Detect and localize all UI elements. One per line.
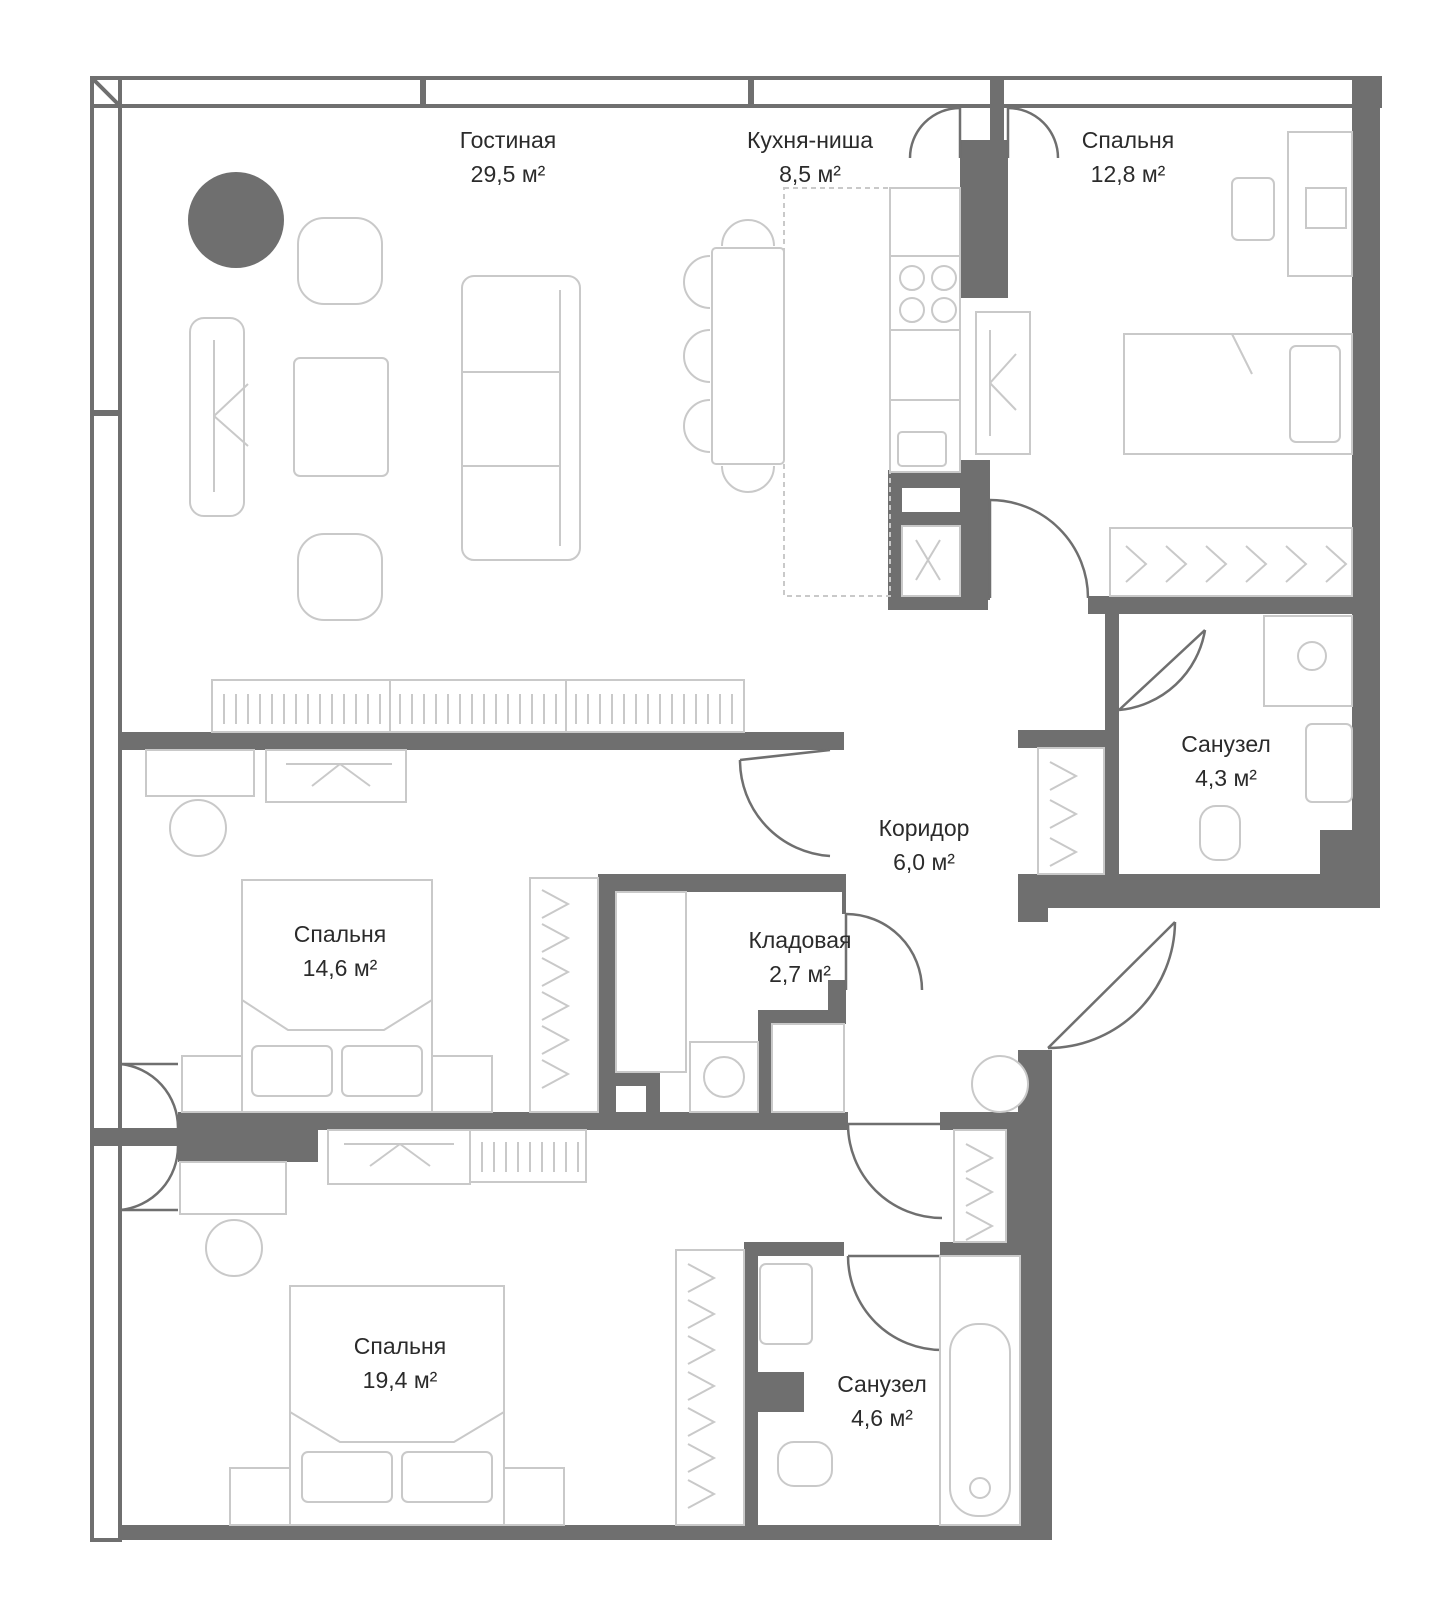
washbasin <box>1305 723 1353 803</box>
svg-text:2,7 м²: 2,7 м² <box>769 961 831 987</box>
plant-pot-icon <box>188 172 284 268</box>
shelving <box>771 1023 845 1113</box>
svg-text:Коридор: Коридор <box>879 815 970 841</box>
svg-text:14,6 м²: 14,6 м² <box>303 955 378 981</box>
room-label-bath-s: Санузел 4,6 м² <box>837 1371 927 1431</box>
room-label-corridor: Коридор 6,0 м² <box>879 815 970 875</box>
stove-burner-icon <box>931 265 957 291</box>
stove-burner-icon <box>899 265 925 291</box>
toilet <box>777 1441 833 1487</box>
stove-burner-icon <box>931 297 957 323</box>
nightstand <box>181 1055 243 1113</box>
svg-text:Спальня: Спальня <box>1082 127 1174 153</box>
nightstand <box>431 1055 493 1113</box>
shelving <box>615 891 687 1073</box>
svg-text:6,0 м²: 6,0 м² <box>893 849 955 875</box>
drain-icon <box>969 1477 991 1499</box>
nightstand <box>503 1467 565 1526</box>
doors <box>119 106 1207 1352</box>
room-label-bedroom-sw: Спальня 19,4 м² <box>354 1333 446 1393</box>
furniture <box>145 131 1353 1526</box>
room-label-bedroom-w: Спальня 14,6 м² <box>294 921 386 981</box>
svg-text:8,5 м²: 8,5 м² <box>779 161 841 187</box>
tv-console <box>189 317 245 517</box>
svg-text:4,6 м²: 4,6 м² <box>851 1405 913 1431</box>
svg-text:19,4 м²: 19,4 м² <box>363 1367 438 1393</box>
shower-drain-icon <box>1297 641 1327 671</box>
wardrobe <box>953 1129 1007 1243</box>
dining-table <box>711 247 785 465</box>
fridge <box>901 525 961 597</box>
armchair <box>297 217 383 305</box>
room-label-bath-e: Санузел 4,3 м² <box>1181 731 1271 791</box>
ottoman <box>169 799 227 857</box>
bookshelf <box>469 1129 587 1183</box>
dresser <box>179 1161 287 1215</box>
toilet <box>1199 805 1241 861</box>
sink-icon <box>897 431 947 467</box>
dresser <box>145 749 255 797</box>
ottoman <box>205 1219 263 1277</box>
svg-text:Санузел: Санузел <box>837 1371 927 1397</box>
tv-console <box>265 749 407 803</box>
svg-text:29,5 м²: 29,5 м² <box>471 161 546 187</box>
room-label-kitchen: Кухня-ниша 8,5 м² <box>747 127 873 187</box>
svg-text:Спальня: Спальня <box>354 1333 446 1359</box>
room-label-bedroom-ne: Спальня 12,8 м² <box>1082 127 1174 187</box>
svg-text:Санузел: Санузел <box>1181 731 1271 757</box>
room-labels: Гостиная 29,5 м² Кухня-ниша 8,5 м² Спаль… <box>294 127 1271 1431</box>
svg-text:Гостиная: Гостиная <box>460 127 557 153</box>
wardrobe <box>529 877 599 1113</box>
svg-text:Кладовая: Кладовая <box>748 927 851 953</box>
room-label-living: Гостиная 29,5 м² <box>460 127 557 187</box>
svg-text:Спальня: Спальня <box>294 921 386 947</box>
coffee-table <box>293 357 389 477</box>
wardrobe <box>1109 527 1353 597</box>
desk-chair <box>1231 177 1275 241</box>
washbasin <box>759 1263 813 1345</box>
svg-text:12,8 м²: 12,8 м² <box>1091 161 1166 187</box>
ottoman <box>971 1055 1029 1113</box>
typewriter-icon <box>1305 187 1347 229</box>
washing-machine-drum-icon <box>703 1056 745 1098</box>
walls <box>92 78 1380 1540</box>
stove-burner-icon <box>899 297 925 323</box>
room-label-storage: Кладовая 2,7 м² <box>748 927 851 987</box>
sofa <box>461 275 581 561</box>
svg-text:Кухня-ниша: Кухня-ниша <box>747 127 873 153</box>
armchair <box>297 533 383 621</box>
tv-console <box>327 1129 471 1185</box>
bookshelf <box>211 679 745 733</box>
wardrobe <box>975 311 1031 455</box>
nightstand <box>229 1467 291 1526</box>
svg-text:4,3 м²: 4,3 м² <box>1195 765 1257 791</box>
